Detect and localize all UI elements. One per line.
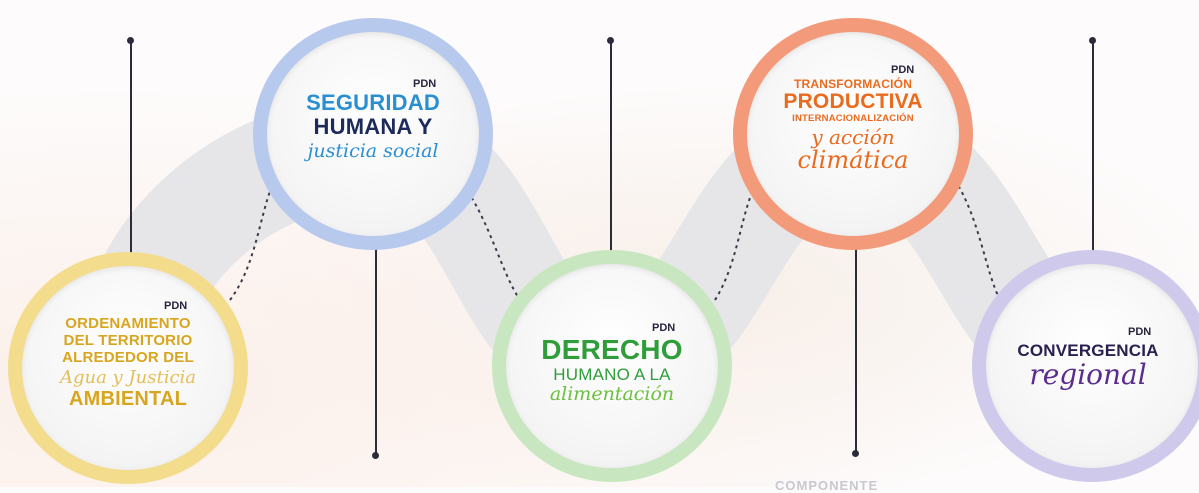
node-title-line: SEGURIDAD	[306, 90, 440, 115]
node-seguridad-humana: PDN SEGURIDAD HUMANA Y justicia social	[253, 18, 493, 250]
pin-dot-4-bottom	[852, 450, 859, 457]
pin-dot-2-bottom	[372, 452, 379, 459]
node-script-text: y acción	[811, 124, 895, 149]
node-title-line: HUMANO A LA	[553, 365, 671, 384]
node-script-text-2: climática	[797, 145, 909, 174]
pdn-badge: PDN	[652, 322, 676, 334]
dashed-connector-4	[954, 179, 1001, 301]
node-script-text: justicia social	[307, 140, 439, 162]
node-script-text: alimentación	[549, 383, 675, 405]
pin-line-4	[855, 198, 857, 453]
pdn-badge: PDN	[413, 78, 437, 90]
pin-line-3	[610, 40, 612, 270]
pdn-badge: PDN	[164, 300, 188, 312]
pin-line-2	[375, 198, 377, 456]
node-transformacion-productiva: PDN TRANSFORMACIÓN PRODUCTIVA INTERNACIO…	[733, 18, 973, 250]
partial-footer-text: COMPONENTE	[775, 478, 879, 493]
node-title-line: DERECHO	[541, 334, 683, 365]
pdn-badge: PDN	[1128, 326, 1152, 338]
node-script-text: Agua y Justicia	[59, 367, 197, 388]
node-title-line: DEL TERRITORIO	[63, 332, 193, 349]
pin-line-1	[130, 40, 132, 270]
pin-line-5	[1092, 40, 1094, 288]
node-title-line: ALREDEDOR DEL	[62, 349, 194, 366]
node-title-line: PRODUCTIVA	[783, 90, 923, 113]
node-title-line: ORDENAMIENTO	[65, 315, 191, 332]
pdn-badge: PDN	[891, 64, 915, 76]
node-derecho-alimentacion: PDN DERECHO HUMANO A LA alimentación	[492, 250, 732, 482]
node-title-line: TRANSFORMACIÓN	[793, 77, 913, 91]
node-title-line: HUMANA Y	[313, 114, 433, 139]
node-title-line: CONVERGENCIA	[1017, 341, 1159, 360]
node-agua-justicia-ambiental: PDN ORDENAMIENTO DEL TERRITORIO ALREDEDO…	[8, 252, 248, 484]
node-script-text: regional	[1029, 358, 1147, 391]
node-title-line: AMBIENTAL	[68, 388, 188, 410]
node-convergencia-regional: PDN CONVERGENCIA regional	[972, 250, 1199, 482]
node-title-line: INTERNACIONALIZACIÓN	[792, 113, 914, 124]
